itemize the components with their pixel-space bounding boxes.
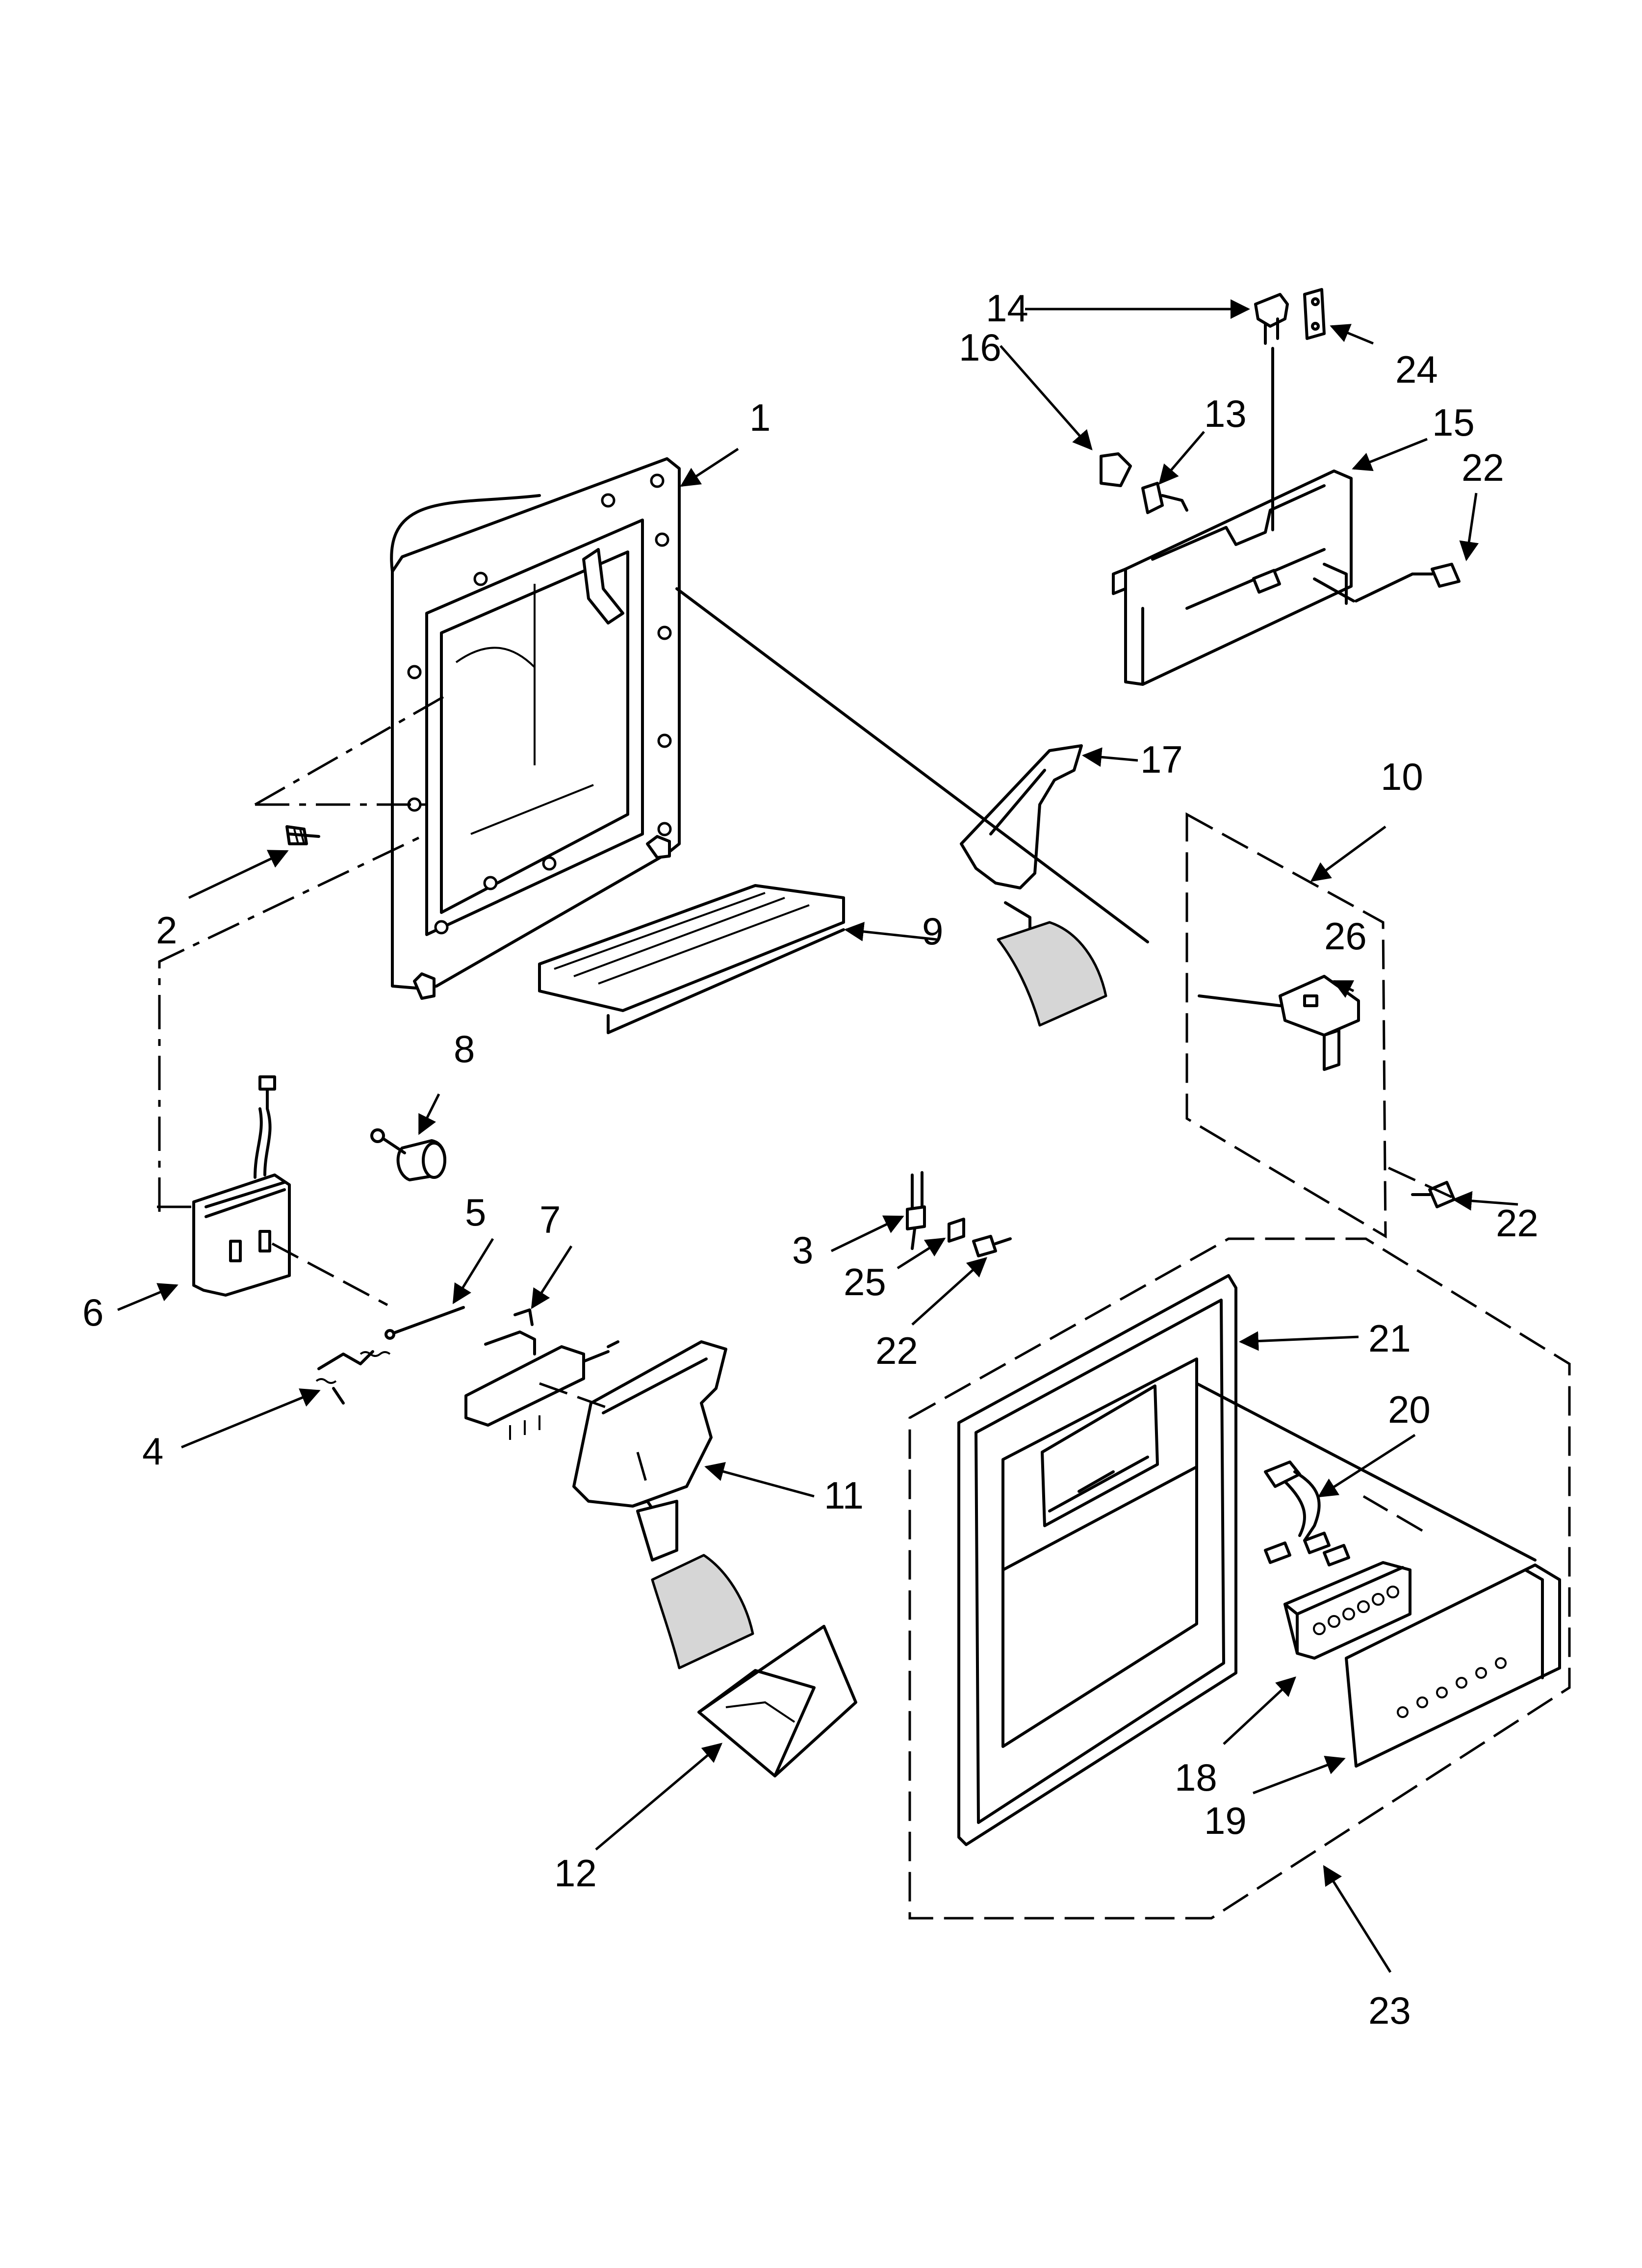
callout-6: 6 [82, 1291, 103, 1334]
callout-10: 10 [1381, 755, 1423, 798]
callout-12: 12 [554, 1851, 597, 1895]
part-15-bracket [1112, 469, 1355, 686]
assembly-lines [157, 347, 1537, 1562]
part-22-screw-upper-right [1411, 563, 1461, 588]
callout-20: 20 [1388, 1388, 1431, 1431]
callout-22-center: 22 [875, 1329, 918, 1372]
part-2-screw [285, 825, 320, 845]
callout-19: 19 [1204, 1799, 1247, 1842]
callout-16: 16 [959, 326, 1001, 369]
callout-15: 15 [1432, 401, 1475, 444]
callout-11: 11 [824, 1474, 864, 1517]
part-21-front-panel [957, 1274, 1237, 1846]
callout-8: 8 [454, 1027, 475, 1070]
part-6-control-module [192, 1075, 291, 1297]
callout-23: 23 [1368, 1989, 1411, 2032]
callout-13: 13 [1204, 392, 1247, 435]
callout-22-upper: 22 [1462, 446, 1504, 489]
callout-labels: 1 2 9 17 10 26 8 5 7 6 4 11 12 3 25 22 2… [82, 287, 1539, 2032]
part-23-front-assembly [908, 1237, 1571, 1920]
callout-18: 18 [1175, 1756, 1217, 1799]
callout-21: 21 [1368, 1317, 1411, 1360]
callout-14: 14 [986, 287, 1028, 330]
callout-2: 2 [156, 909, 177, 952]
callout-24: 24 [1395, 348, 1438, 391]
callout-5: 5 [465, 1191, 486, 1234]
part-24-insulator [1303, 288, 1326, 340]
part-5-pin [385, 1306, 465, 1340]
callout-9: 9 [922, 910, 943, 953]
part-22-screw-center [972, 1235, 1012, 1257]
part-17-water-paddle [960, 744, 1107, 1027]
callout-25: 25 [844, 1260, 886, 1303]
part-26-switch [1198, 975, 1360, 1071]
part-1-housing-frame [390, 457, 681, 1000]
part-18-control-board [1283, 1561, 1411, 1660]
part-7-actuator [464, 1308, 619, 1440]
part-8-solenoid [370, 1128, 446, 1181]
part-16-lamp [1100, 452, 1132, 487]
part-4-spring [315, 1350, 391, 1405]
leader-lines [117, 299, 1518, 1973]
part-3-switch-terminal [906, 1171, 926, 1250]
part-9-drip-tray [538, 884, 845, 1034]
callout-7: 7 [539, 1198, 561, 1241]
part-10-switch-assembly [1185, 812, 1387, 1239]
callout-17: 17 [1140, 738, 1183, 781]
part-14-micro-switch [1254, 293, 1289, 345]
callout-1: 1 [749, 396, 770, 439]
callout-26: 26 [1324, 914, 1367, 958]
part-20-wire-harness [1264, 1460, 1350, 1566]
part-12-chute-cup [697, 1625, 857, 1777]
part-19-panel-overlay [1345, 1564, 1561, 1768]
callout-22-right: 22 [1496, 1201, 1539, 1245]
part-25-insulator [948, 1218, 965, 1243]
part-11-ice-paddle [572, 1340, 754, 1669]
callout-3: 3 [792, 1228, 813, 1272]
callout-4: 4 [142, 1430, 163, 1473]
part-13-lamp-socket [1141, 482, 1188, 514]
